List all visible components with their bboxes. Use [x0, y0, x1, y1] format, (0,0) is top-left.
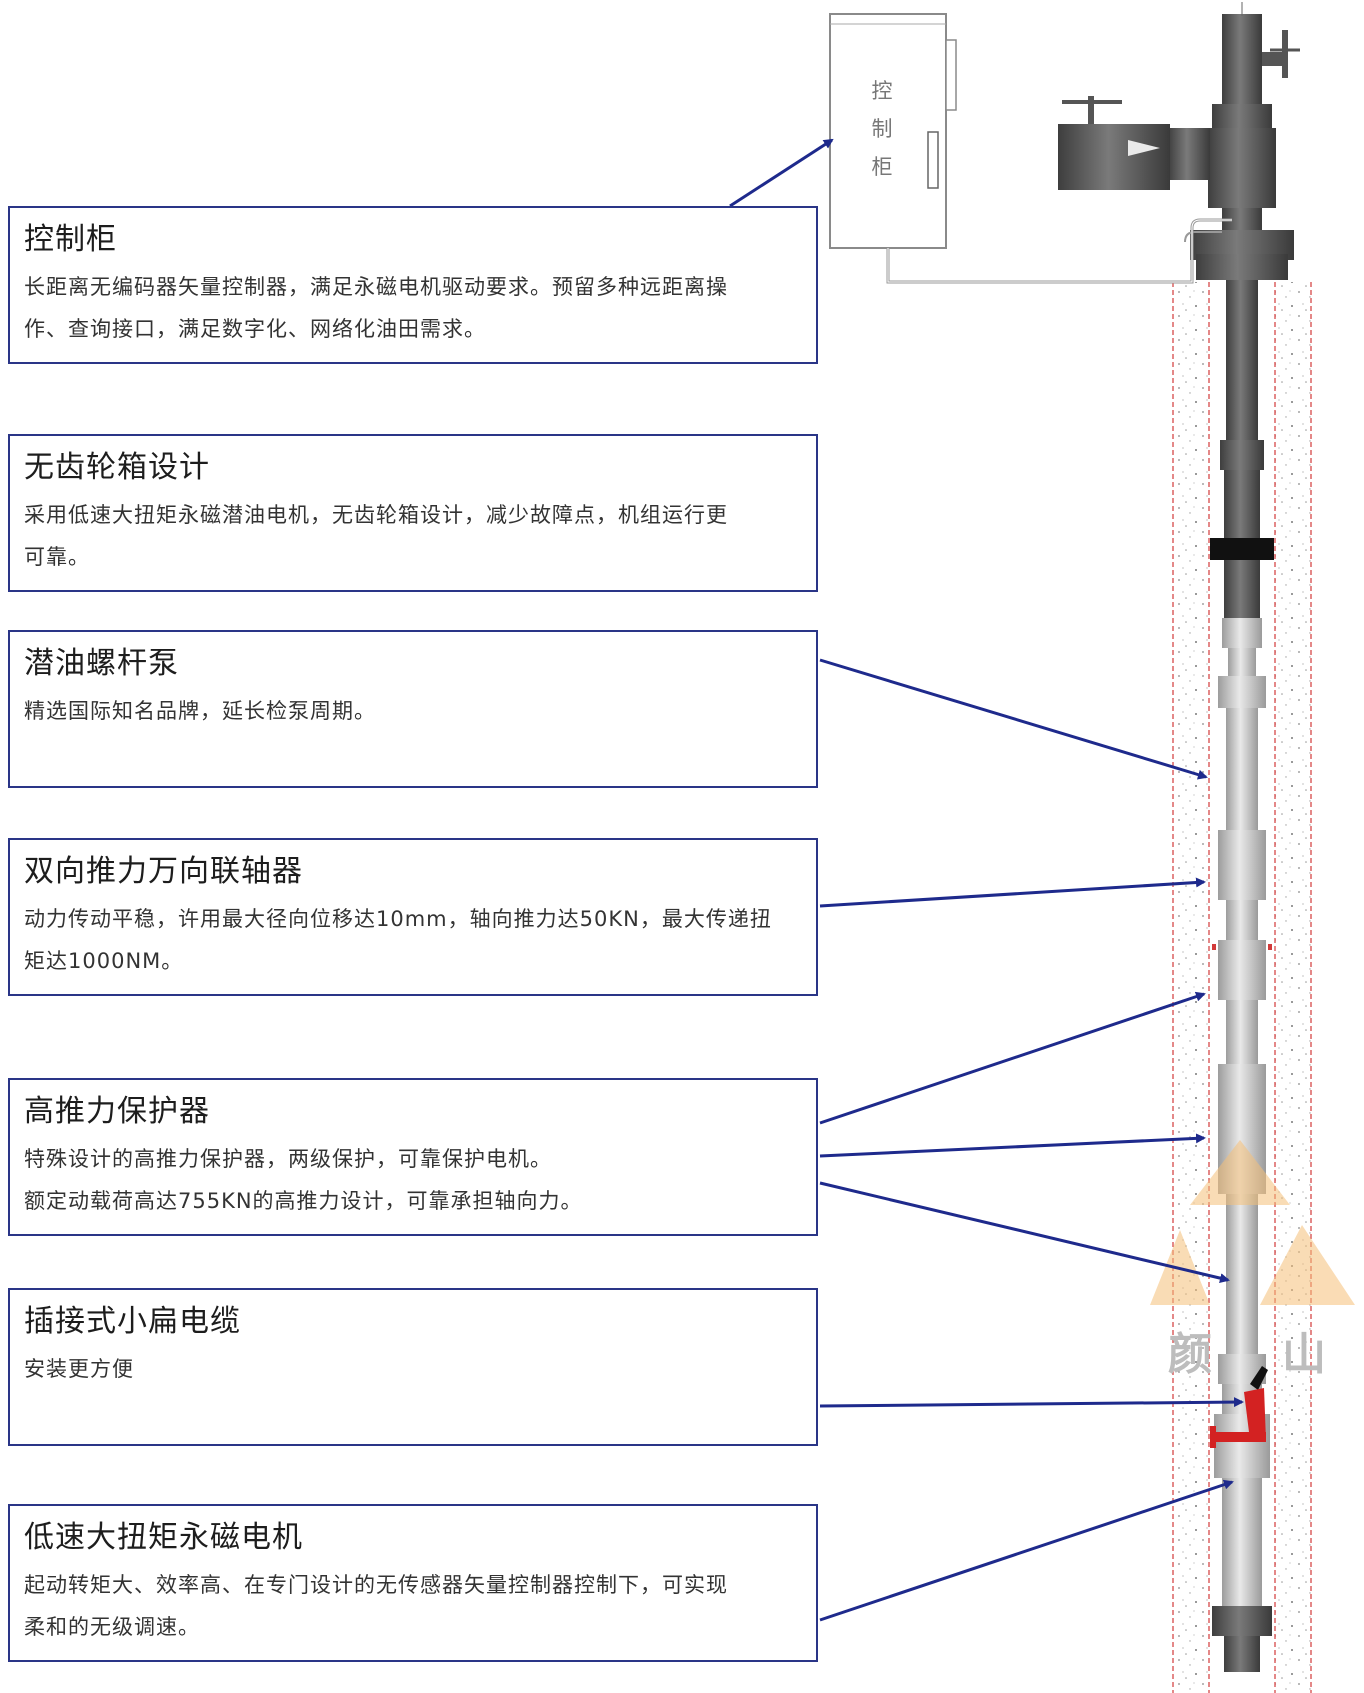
- feature-line: 动力传动平稳，许用最大径向位移达10mm，轴向推力达50KN，最大传递扭: [24, 907, 772, 931]
- feature-description: 特殊设计的高推力保护器，两级保护，可靠保护电机。 额定动载荷高达755KN的高推…: [24, 1138, 802, 1222]
- feature-title: 潜油螺杆泵: [24, 646, 179, 681]
- tubing: [1210, 280, 1274, 620]
- feature-description: 长距离无编码器矢量控制器，满足永磁电机驱动要求。预留多种远距离操 作、查询接口，…: [24, 266, 802, 350]
- wellhead: [1058, 2, 1300, 280]
- feature-description: 动力传动平稳，许用最大径向位移达10mm，轴向推力达50KN，最大传递扭 矩达1…: [24, 898, 802, 982]
- feature-line: 作、查询接口，满足数字化、网络化油田需求。: [24, 317, 486, 341]
- feature-line: 起动转矩大、效率高、在专门设计的无传感器矢量控制器控制下，可实现: [24, 1573, 728, 1597]
- feature-title: 无齿轮箱设计: [24, 450, 210, 485]
- cable-connector: [1210, 1366, 1268, 1448]
- feature-box-no-gearbox: 无齿轮箱设计 采用低速大扭矩永磁潜油电机，无齿轮箱设计，减少故障点，机组运行更 …: [8, 434, 818, 592]
- feature-title: 插接式小扁电缆: [24, 1304, 241, 1339]
- watermark-left-char: 颜: [1168, 1329, 1212, 1380]
- feature-line: 长距离无编码器矢量控制器，满足永磁电机驱动要求。预留多种远距离操: [24, 275, 728, 299]
- control-cabinet-label-1: 控: [871, 79, 893, 103]
- feature-box-protector: 高推力保护器 特殊设计的高推力保护器，两级保护，可靠保护电机。 额定动载荷高达7…: [8, 1078, 818, 1236]
- feature-line: 精选国际知名品牌，延长检泵周期。: [24, 699, 376, 723]
- feature-line: 可靠。: [24, 545, 90, 569]
- feature-box-control-cabinet: 控制柜 长距离无编码器矢量控制器，满足永磁电机驱动要求。预留多种远距离操 作、查…: [8, 206, 818, 364]
- feature-title: 双向推力万向联轴器: [24, 854, 303, 889]
- feature-line: 额定动载荷高达755KN的高推力设计，可靠承担轴向力。: [24, 1189, 583, 1213]
- feature-line: 采用低速大扭矩永磁潜油电机，无齿轮箱设计，减少故障点，机组运行更: [24, 503, 728, 527]
- feature-box-flat-cable: 插接式小扁电缆 安装更方便: [8, 1288, 818, 1446]
- feature-description: 起动转矩大、效率高、在专门设计的无传感器矢量控制器控制下，可实现 柔和的无级调速…: [24, 1564, 802, 1648]
- feature-title: 控制柜: [24, 222, 117, 257]
- feature-line: 柔和的无级调速。: [24, 1615, 200, 1639]
- feature-title: 低速大扭矩永磁电机: [24, 1520, 303, 1555]
- control-cabinet-label-3: 柜: [871, 155, 893, 179]
- feature-box-pm-motor: 低速大扭矩永磁电机 起动转矩大、效率高、在专门设计的无传感器矢量控制器控制下，可…: [8, 1504, 818, 1662]
- casing-lines: [1172, 282, 1312, 1693]
- control-cabinet-label-2: 制: [871, 117, 893, 141]
- feature-line: 特殊设计的高推力保护器，两级保护，可靠保护电机。: [24, 1147, 552, 1171]
- feature-description: 安装更方便: [24, 1348, 802, 1390]
- gravel-annulus: [1173, 282, 1311, 1693]
- callout-arrows: [729, 138, 1244, 1622]
- feature-box-screw-pump: 潜油螺杆泵 精选国际知名品牌，延长检泵周期。: [8, 630, 818, 788]
- feature-line: 安装更方便: [24, 1357, 134, 1381]
- watermark-right-char: 山: [1282, 1329, 1326, 1380]
- control-cabinet: [829, 13, 1232, 284]
- feature-box-universal-coupling: 双向推力万向联轴器 动力传动平稳，许用最大径向位移达10mm，轴向推力达50KN…: [8, 838, 818, 996]
- feature-description: 采用低速大扭矩永磁潜油电机，无齿轮箱设计，减少故障点，机组运行更 可靠。: [24, 494, 802, 578]
- feature-line: 矩达1000NM。: [24, 949, 184, 973]
- feature-description: 精选国际知名品牌，延长检泵周期。: [24, 690, 802, 732]
- feature-title: 高推力保护器: [24, 1094, 210, 1129]
- pump-string: [1212, 618, 1272, 1672]
